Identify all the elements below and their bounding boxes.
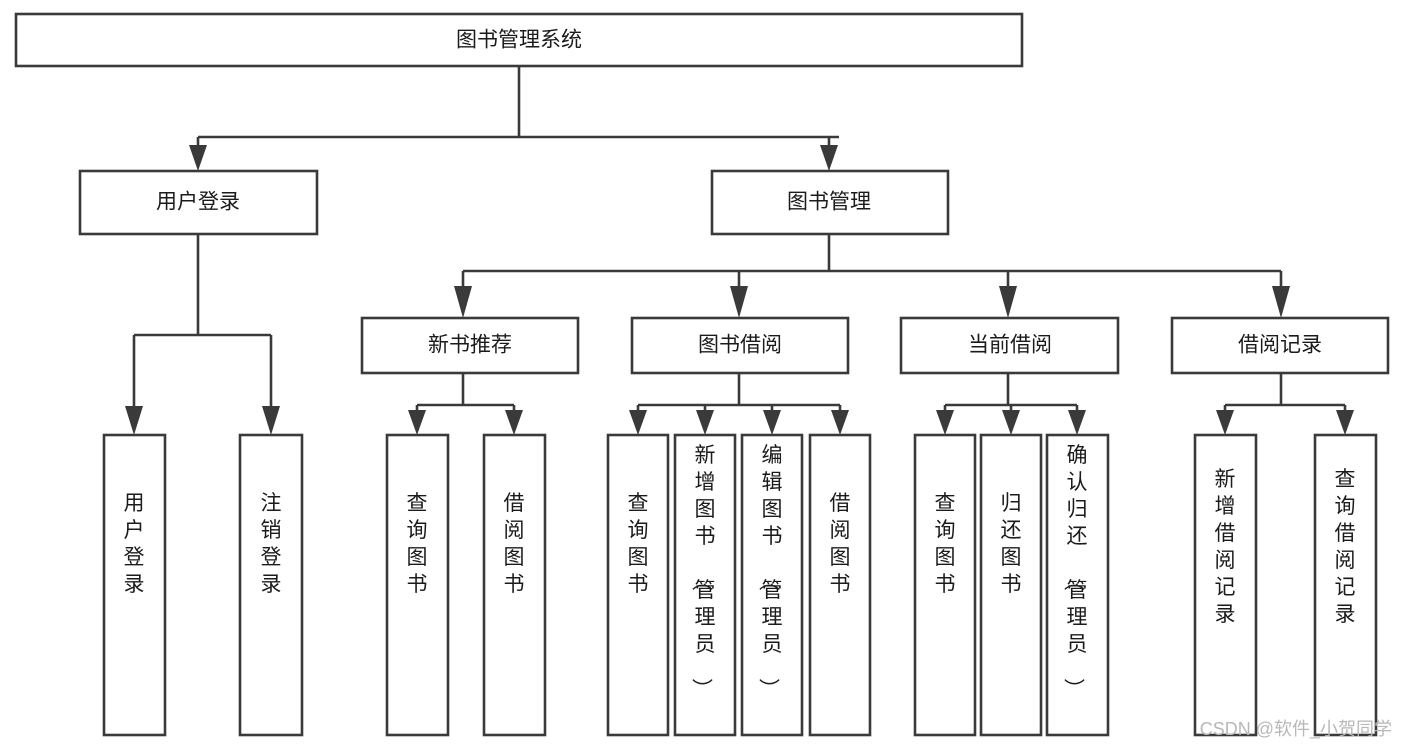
node-leaf-query-book-3[interactable]: 查询图书 xyxy=(913,433,977,737)
arrow-head-icon xyxy=(189,145,207,171)
node-label: 借阅图书 xyxy=(830,492,851,596)
arrow-head-icon xyxy=(505,410,523,435)
arrow-head-icon xyxy=(696,410,714,435)
node-box[interactable] xyxy=(14,12,1024,68)
node-label: 图书管理 xyxy=(787,191,871,214)
connector-userlogin-to-leaves xyxy=(125,234,280,435)
node-box[interactable] xyxy=(1170,316,1390,375)
node-label: 图书借阅 xyxy=(698,334,782,357)
node-label: 确认归还（管理员） xyxy=(1062,444,1088,699)
node-user-login[interactable]: 用户登录 xyxy=(78,169,319,236)
node-book-borrow[interactable]: 图书借阅 xyxy=(630,316,850,375)
node-box[interactable] xyxy=(78,169,319,236)
arrow-head-icon xyxy=(1272,286,1290,318)
node-box[interactable] xyxy=(385,433,450,737)
node-leaf-user-login[interactable]: 用户登录 xyxy=(102,433,167,737)
connector-root-to-level2 xyxy=(189,66,839,171)
node-box[interactable] xyxy=(1193,433,1258,737)
node-box[interactable] xyxy=(710,169,950,236)
arrow-head-icon xyxy=(936,410,954,435)
node-leaf-borrow-book-1[interactable]: 借阅图书 xyxy=(482,433,547,737)
node-box[interactable] xyxy=(102,433,167,737)
connector-borrowrecord-to-leaves xyxy=(1216,373,1354,435)
node-leaf-add-record[interactable]: 新增借阅记录 xyxy=(1193,433,1258,737)
arrow-head-icon xyxy=(125,406,143,435)
node-box[interactable] xyxy=(1045,433,1110,737)
node-label: 归还图书 xyxy=(1001,492,1022,596)
node-label: 编辑图书（管理员） xyxy=(757,444,783,699)
node-box[interactable] xyxy=(1313,433,1378,737)
node-label: 借阅图书 xyxy=(504,492,525,596)
node-box[interactable] xyxy=(630,316,850,375)
node-leaf-borrow-book-2[interactable]: 借阅图书 xyxy=(808,433,872,737)
arrow-head-icon xyxy=(763,410,781,435)
node-leaf-edit-book[interactable]: 编辑图书（管理员） xyxy=(740,433,804,737)
node-box[interactable] xyxy=(740,433,804,737)
node-box[interactable] xyxy=(979,433,1043,737)
arrow-head-icon xyxy=(1336,410,1354,435)
node-leaf-add-book[interactable]: 新增图书（管理员） xyxy=(673,433,737,737)
arrow-head-icon xyxy=(1002,410,1020,435)
node-label: 查询借阅记录 xyxy=(1335,468,1356,626)
arrow-head-icon xyxy=(408,410,426,435)
node-leaf-query-book-2[interactable]: 查询图书 xyxy=(606,433,670,737)
node-label: 新增借阅记录 xyxy=(1215,468,1236,626)
arrow-head-icon xyxy=(1216,410,1234,435)
arrow-head-icon xyxy=(730,286,748,318)
node-label: 用户登录 xyxy=(124,492,145,596)
node-leaf-confirm-return[interactable]: 确认归还（管理员） xyxy=(1045,433,1110,737)
node-borrow-record[interactable]: 借阅记录 xyxy=(1170,316,1390,375)
node-current-borrow[interactable]: 当前借阅 xyxy=(899,316,1120,375)
arrow-head-icon xyxy=(831,410,849,435)
node-label: 查询图书 xyxy=(628,492,649,596)
connector-bookmanage-to-level3 xyxy=(454,234,1290,318)
node-box[interactable] xyxy=(606,433,670,737)
node-leaf-logout[interactable]: 注销登录 xyxy=(238,433,304,737)
node-leaf-query-record[interactable]: 查询借阅记录 xyxy=(1313,433,1378,737)
node-box[interactable] xyxy=(482,433,547,737)
arrow-head-icon xyxy=(454,286,472,318)
node-label: 查询图书 xyxy=(935,492,956,596)
node-label: 借阅记录 xyxy=(1238,334,1322,357)
arrow-head-icon xyxy=(1068,410,1086,435)
connector-newbookrec-to-leaves xyxy=(408,373,523,435)
arrow-head-icon xyxy=(629,410,647,435)
node-box[interactable] xyxy=(913,433,977,737)
node-label: 新书推荐 xyxy=(428,334,512,357)
node-label: 注销登录 xyxy=(261,492,282,596)
watermark-label: CSDN @软件_小贺同学 xyxy=(1200,719,1392,740)
connector-currentborrow-to-leaves xyxy=(936,373,1086,435)
node-leaf-query-book-1[interactable]: 查询图书 xyxy=(385,433,450,737)
node-new-book-rec[interactable]: 新书推荐 xyxy=(360,316,580,375)
connector-bookborrow-to-leaves xyxy=(629,373,849,435)
node-book-manage[interactable]: 图书管理 xyxy=(710,169,950,236)
node-leaf-return-book[interactable]: 归还图书 xyxy=(979,433,1043,737)
node-label: 图书管理系统 xyxy=(456,29,582,52)
arrow-head-icon xyxy=(820,145,838,171)
node-box[interactable] xyxy=(808,433,872,737)
node-root-system[interactable]: 图书管理系统 xyxy=(14,12,1024,68)
arrow-head-icon xyxy=(999,286,1017,318)
node-label: 查询图书 xyxy=(407,492,428,596)
node-box[interactable] xyxy=(673,433,737,737)
node-box[interactable] xyxy=(360,316,580,375)
node-label: 新增图书（管理员） xyxy=(690,444,716,699)
node-label: 当前借阅 xyxy=(968,334,1052,357)
node-label: 用户登录 xyxy=(156,191,240,214)
node-box[interactable] xyxy=(899,316,1120,375)
arrow-head-icon xyxy=(262,406,280,435)
node-box[interactable] xyxy=(238,433,304,737)
